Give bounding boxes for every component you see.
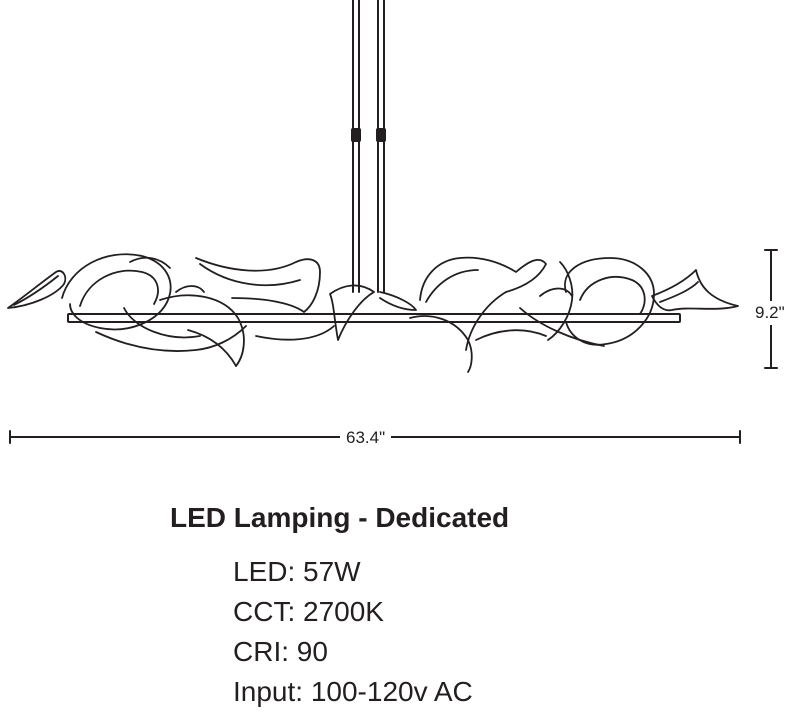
spec-item-cri: CRI: 90: [233, 636, 328, 667]
spec-item-input: Input: 100-120v AC: [233, 676, 473, 707]
specs-title: LED Lamping - Dedicated: [170, 502, 510, 533]
suspension-rods: [352, 0, 385, 293]
specs-list: LED: 57W CCT: 2700K CRI: 90 Input: 100-1…: [233, 552, 473, 712]
chandelier-drawing: [7, 0, 778, 444]
horizontal-bar: [67, 313, 681, 323]
rod-couplers: [351, 128, 386, 142]
ribbon-leaves: [7, 253, 739, 373]
spec-item-cct: CCT: 2700K: [233, 596, 384, 627]
width-dimension-label: 63.4": [340, 428, 392, 448]
spec-item-led: LED: 57W: [233, 556, 361, 587]
height-dimension-label: 9.2": [755, 301, 785, 325]
